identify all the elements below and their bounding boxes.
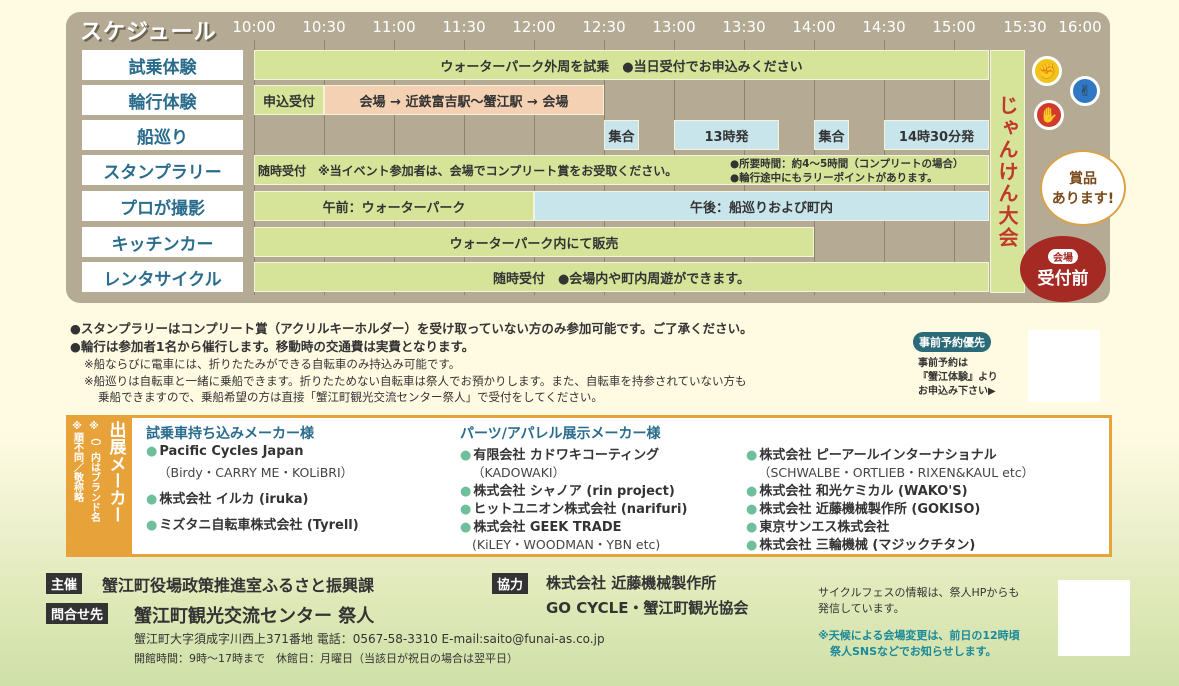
time-tick: 14:00 (792, 18, 836, 36)
prize-line: あります! (1051, 191, 1115, 207)
maker-name: 有限会社 カドワキコーティング (460, 444, 659, 463)
info: 発信しています。 (818, 602, 905, 615)
prize-bubble: 賞品あります! (1040, 150, 1126, 226)
contact-tag: 問合せ先 (46, 603, 109, 624)
row-label: 試乗体験 (82, 50, 243, 80)
row-label: キッチンカー (82, 227, 243, 257)
janken-event: じゃんけん大会 (990, 50, 1025, 293)
note: ●輪行は参加者1名から催行します。移動時の交通費は実費となります。 (70, 339, 475, 354)
schedule-bar: 申込受付 (254, 85, 324, 115)
time-tick: 13:30 (722, 18, 766, 36)
schedule-bar: 14時30分発 (884, 120, 989, 150)
stamp-note: ●輪行途中にもラリーポイントがあります。 (730, 172, 938, 184)
maker-name: 株式会社 近藤機械製作所 (GOKISO) (746, 498, 980, 517)
row-label: レンタサイクル (82, 262, 243, 292)
col1-title: 試乗車持ち込みメーカー様 (146, 426, 314, 442)
reservation-text[interactable]: 事前予約は『蟹江体験』よりお申込み下さい▶ (918, 357, 998, 399)
venue-bubble: 会場受付前 (1020, 236, 1106, 302)
maker-name: ヒットユニオン株式会社 (narifuri) (460, 498, 687, 517)
schedule-title: スケジュール (80, 20, 217, 45)
schedule-bar: 随時受付 ●会場内や町内周遊ができます。 (254, 262, 989, 292)
maker-name: ミズタニ自転車株式会社 (Tyrell) (146, 514, 358, 533)
col2-title: パーツ/アパレル展示メーカー様 (460, 426, 661, 442)
row-label: 船巡り (82, 120, 243, 150)
maker-name: 株式会社 三輪機械 (マジックチタン) (746, 534, 975, 553)
coop: 株式会社 近藤機械製作所 (546, 574, 717, 592)
schedule-bar: 会場 → 近鉄富吉駅〜蟹江駅 → 会場 (324, 85, 604, 115)
makers-note: ※順不同／敬称略 (71, 421, 83, 502)
note: ●スタンプラリーはコンプリート賞（アクリルキーホルダー）を受け取っていない方のみ… (70, 321, 753, 336)
time-tick: 12:30 (582, 18, 626, 36)
line: お申込み下さい▶ (918, 386, 996, 397)
maker-name: Pacific Cycles Japan (146, 444, 303, 459)
makers-note: ※（）内はブランド名 (88, 421, 100, 522)
schedule-bar: 集合 (604, 120, 639, 150)
address: 蟹江町大字須成字川西上371番地 電話：0567-58-3310 E-mail:… (134, 632, 605, 646)
time-tick: 16:00 (1058, 18, 1102, 36)
reservation-qr-code[interactable] (1028, 330, 1100, 402)
time-tick: 10:30 (302, 18, 346, 36)
maker-brands: （SCHWALBE・ORTLIEB・RIXEN&KAUL etc） (758, 465, 1035, 480)
stamp-note: ●所要時間：約4〜5時間（コンプリートの場合） (730, 158, 964, 170)
paper-hand-icon: ✋ (1034, 100, 1064, 130)
weather-note: 祭人SNSなどでお知らせします。 (830, 645, 997, 658)
maker-name: 東京サンエス株式会社 (746, 516, 889, 535)
maker-brands: (KiLEY・WOODMAN・YBN etc) (472, 537, 661, 552)
time-tick: 15:00 (932, 18, 976, 36)
time-tick: 11:30 (442, 18, 486, 36)
stamp-note: 随時受付 ※当イベント参加者は、会場でコンプリート賞をお受取ください。 (258, 164, 678, 178)
schedule-bar: 集合 (814, 120, 849, 150)
time-tick: 14:30 (862, 18, 906, 36)
maker-name: 株式会社 GEEK TRADE (460, 516, 621, 535)
time-tick: 12:00 (512, 18, 556, 36)
contact: 蟹江町観光交流センター 祭人 (134, 606, 375, 627)
sub-note: ※船巡りは自転車と一緒に乗船できます。折りたためない自転車は祭人でお預かりします… (84, 374, 747, 388)
row-label: スタンプラリー (82, 155, 243, 185)
reservation-badge: 事前予約優先 (913, 332, 991, 352)
makers-side: 出展メーカー ※（）内はブランド名 ※順不同／敬称略 (66, 415, 132, 557)
hours: 開館時間：9時〜17時まで 休館日：月曜日（当該日が祝日の場合は翌平日） (134, 652, 518, 665)
weather-note: ※天候による会場変更は、前日の12時頃 (818, 629, 1020, 642)
prize-line: 賞品 (1069, 171, 1097, 187)
line: 事前予約は (918, 358, 968, 369)
sub-note: ※船ならびに電車には、折りたたみができる自転車のみ持込み可能です。 (84, 357, 461, 371)
row-label: 輪行体験 (82, 85, 243, 115)
coop: GO CYCLE・蟹江町観光協会 (546, 599, 749, 617)
line: 『蟹江体験』より (918, 372, 998, 383)
info: サイクルフェスの情報は、祭人HPからも (818, 586, 1020, 599)
schedule-bar: ウォーターパーク内にて販売 (254, 227, 814, 257)
venue-main: 受付前 (1037, 269, 1089, 289)
maker-name: 株式会社 シャノア (rin project) (460, 480, 674, 499)
schedule-bar: 午後：船巡りおよび町内 (534, 191, 989, 221)
maker-brands: （Birdy・CARRY ME・KOLiBRI） (158, 465, 354, 480)
schedule-bar: 午前：ウォーターパーク (254, 191, 534, 221)
venue-tag: 会場 (1048, 249, 1078, 264)
maker-name: 株式会社 イルカ (iruka) (146, 488, 308, 507)
coop-tag: 協力 (492, 573, 529, 594)
time-tick: 15:30 (1003, 18, 1047, 36)
time-tick: 13:00 (652, 18, 696, 36)
schedule-bar: ウォーターパーク外周を試乗 ●当日受付でお申込みください (254, 50, 989, 80)
time-tick: 11:00 (372, 18, 416, 36)
maker-brands: （KADOWAKI） (472, 465, 566, 480)
sub-note: 乗船できますので、乗船希望の方は直接「蟹江町観光交流センター祭人」で受付をしてく… (98, 390, 603, 404)
makers-title: 出展メーカー (105, 421, 126, 523)
rock-hand-icon: ✊ (1032, 56, 1062, 86)
website-qr-code[interactable] (1058, 580, 1130, 656)
row-label: プロが撮影 (82, 191, 243, 221)
host-tag: 主催 (46, 573, 83, 594)
schedule-bar (254, 155, 989, 185)
maker-name: 株式会社 和光ケミカル (WAKO'S) (746, 480, 967, 499)
maker-name: 株式会社 ピーアールインターナショナル (746, 444, 996, 463)
schedule-bar: 13時発 (674, 120, 779, 150)
time-tick: 10:00 (232, 18, 276, 36)
scissors-hand-icon: ✌ (1070, 76, 1100, 106)
host: 蟹江町役場政策推進室ふるさと振興課 (102, 576, 375, 595)
